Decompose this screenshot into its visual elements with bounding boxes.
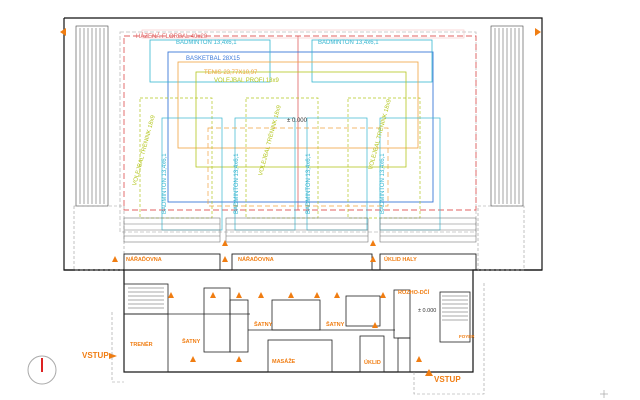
- lower-arrows: [168, 292, 422, 362]
- label-badminton-b: BADMINTON 13,4x6,1: [318, 40, 379, 46]
- label-basketbal: BASKETBAL 28X15: [186, 56, 240, 62]
- storage-rooms: [123, 253, 477, 271]
- court-labels: HÁZENÁ FLORBAL 40x20 BADMINTON 13,4x6,1 …: [131, 33, 393, 214]
- label-badminton-v1: BADMINTON 13,4x6,1: [162, 153, 168, 214]
- label-naradovna-1: NÁŘAĎOVNA: [126, 255, 162, 263]
- label-rozhodci: ROZHO-DČÍ: [398, 288, 430, 296]
- label-level-foyer: ± 0.000: [418, 308, 436, 314]
- stairs-left: [128, 287, 164, 309]
- label-volejbal-trenink-2: VOLEJBAL TRÉNINK 18x9: [257, 104, 283, 177]
- label-badminton-v3: BADMINTON 13,4x6,1: [306, 153, 312, 214]
- label-volejbal-trenink-1: VOLEJBAL TRÉNINK 18x9: [131, 114, 157, 187]
- right-stand: [490, 25, 524, 207]
- left-stand: [75, 25, 109, 207]
- label-satny-1: ŠATNY: [182, 337, 201, 345]
- label-satny-2: ŠATNY: [254, 320, 273, 328]
- lower-walls: [123, 283, 471, 373]
- stairs-right: [442, 295, 468, 321]
- label-hazena: HÁZENÁ FLORBAL 40x20: [136, 33, 208, 40]
- label-badminton-a: BADMINTON 13,4x6,1: [176, 40, 237, 46]
- label-badminton-v4: BADMINTON 13,4x6,1: [380, 153, 386, 214]
- label-volejbal-profi: VOLEJBAL PROFI 18x9: [214, 78, 279, 84]
- stand-arrows: [60, 28, 541, 36]
- label-trener: TRENÉR: [130, 340, 153, 348]
- lower-room-labels: TRENÉR ŠATNY ŠATNY ŠATNY MASÁŽE ÚKLID RO…: [130, 288, 475, 366]
- label-badminton-v2: BADMINTON 13,4x6,1: [234, 153, 240, 214]
- court-lines: [119, 29, 477, 233]
- label-masaze: MASÁŽE: [272, 357, 296, 365]
- north-arrow-icon: [27, 355, 57, 385]
- label-satny-3: ŠATNY: [326, 320, 345, 328]
- corner-mark-icon: [600, 390, 608, 398]
- label-uklid: ÚKLID: [364, 359, 381, 366]
- hall-room-labels: NÁŘAĎOVNA NÁŘAĎOVNA ÚKLID HALY: [126, 255, 417, 263]
- label-uklid-haly: ÚKLID HALY: [384, 256, 417, 263]
- entrance-left: VSTUP: [82, 351, 117, 360]
- benches: [123, 217, 477, 243]
- hall-arrows: [112, 240, 376, 262]
- entrance-right: VSTUP: [425, 369, 461, 384]
- label-vstup-right: VSTUP: [434, 375, 461, 384]
- site-dashed-lines: [111, 282, 485, 395]
- label-vstup-left: VSTUP: [82, 351, 109, 360]
- label-foyer: FOYER: [459, 334, 475, 339]
- label-naradovna-2: NÁŘAĎOVNA: [238, 255, 274, 263]
- label-level-hall: ± 0.000: [287, 118, 308, 124]
- label-tenis: TENIS 23,77X10,97: [204, 70, 258, 76]
